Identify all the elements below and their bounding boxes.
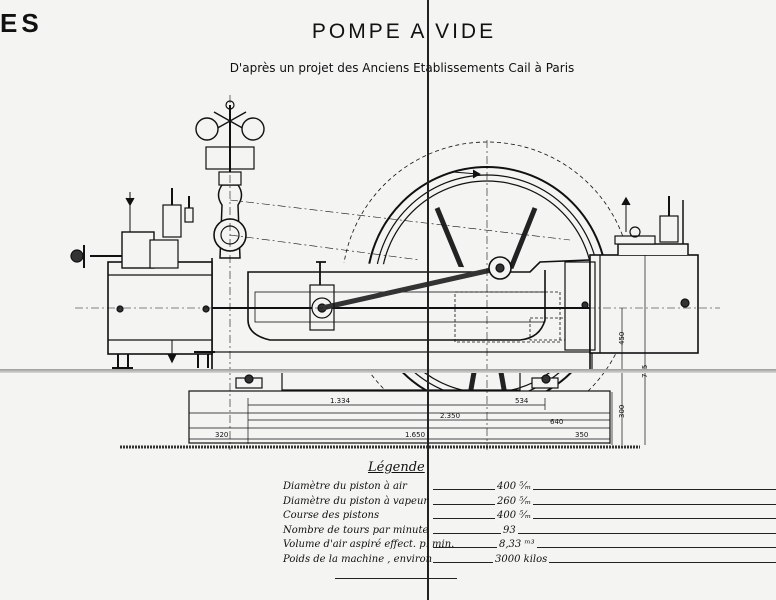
legend-table: Diamètre du piston à air 400 ⁵⁄ₘ Diamètre… (283, 481, 776, 569)
dim-label: 640 (550, 418, 563, 426)
dim-label: 320 (215, 431, 228, 439)
legend-row: Diamètre du piston à air 400 ⁵⁄ₘ (283, 481, 776, 496)
page-subtitle: D'après un projet des Anciens Etablissem… (229, 61, 575, 75)
legend-row: Poids de la machine , environ 3000 kilos (283, 553, 776, 569)
dim-label: 1.334 (330, 397, 351, 405)
dim-label: 350 (575, 431, 588, 439)
legend-label: Diamètre du piston à vapeur (283, 495, 429, 507)
dim-label: 2.350 (440, 412, 460, 420)
legend-title: Légende (368, 460, 425, 475)
legend-value: 400 ⁵⁄ₘ (495, 510, 534, 522)
page-title: POMPE A VIDE (311, 20, 497, 43)
corner-fragment-text: ES (0, 8, 43, 38)
fold-crease-vertical (427, 0, 429, 600)
dim-label: 300 (618, 405, 626, 418)
legend-label: Course des pistons (283, 510, 380, 522)
engine-bed (211, 258, 593, 391)
legend-value: 8,33 ᵐ³ (497, 539, 537, 551)
leader-line (433, 489, 776, 490)
legend-row: Course des pistons 400 ⁵⁄ₘ (283, 510, 776, 525)
legend-value: 3000 kilos (493, 553, 550, 565)
legend-label: Poids de la machine , environ (283, 553, 433, 565)
dim-label: 450 (618, 332, 626, 345)
legend-label: Nombre de tours par minute (283, 524, 429, 536)
steam-cylinder (564, 196, 699, 354)
dim-label: 534 (515, 397, 529, 405)
throttle-valve (70, 188, 194, 364)
dim-label: 1.650 (405, 431, 425, 439)
leader-line (433, 547, 776, 549)
legend-row: Volume d'air aspiré effect. p. min. 8,33 … (283, 539, 776, 554)
centre-lines (75, 95, 720, 450)
legend-underline (335, 578, 457, 579)
legend-row: Diamètre du piston à vapeur 260 ⁵⁄ₘ (283, 495, 776, 511)
legend-label: Volume d'air aspiré effect. p. min. (283, 539, 455, 551)
fold-crease-horizontal (0, 369, 776, 373)
leader-line (433, 518, 776, 520)
air-cylinder (107, 261, 215, 369)
governor-column (195, 100, 265, 259)
leader-line (433, 561, 776, 563)
legend-value: 400 ⁵⁄ₘ (495, 481, 534, 492)
leader-line (433, 503, 776, 505)
legend-value: 260 ⁵⁄ₘ (495, 495, 534, 507)
foundation-block (120, 390, 640, 449)
dimension-lines (189, 255, 646, 445)
legend-value: 93 (501, 524, 518, 536)
leader-line (433, 532, 776, 534)
legend-row: Nombre de tours par minute 93 (283, 524, 776, 540)
legend-label: Diamètre du piston à air (283, 481, 407, 492)
